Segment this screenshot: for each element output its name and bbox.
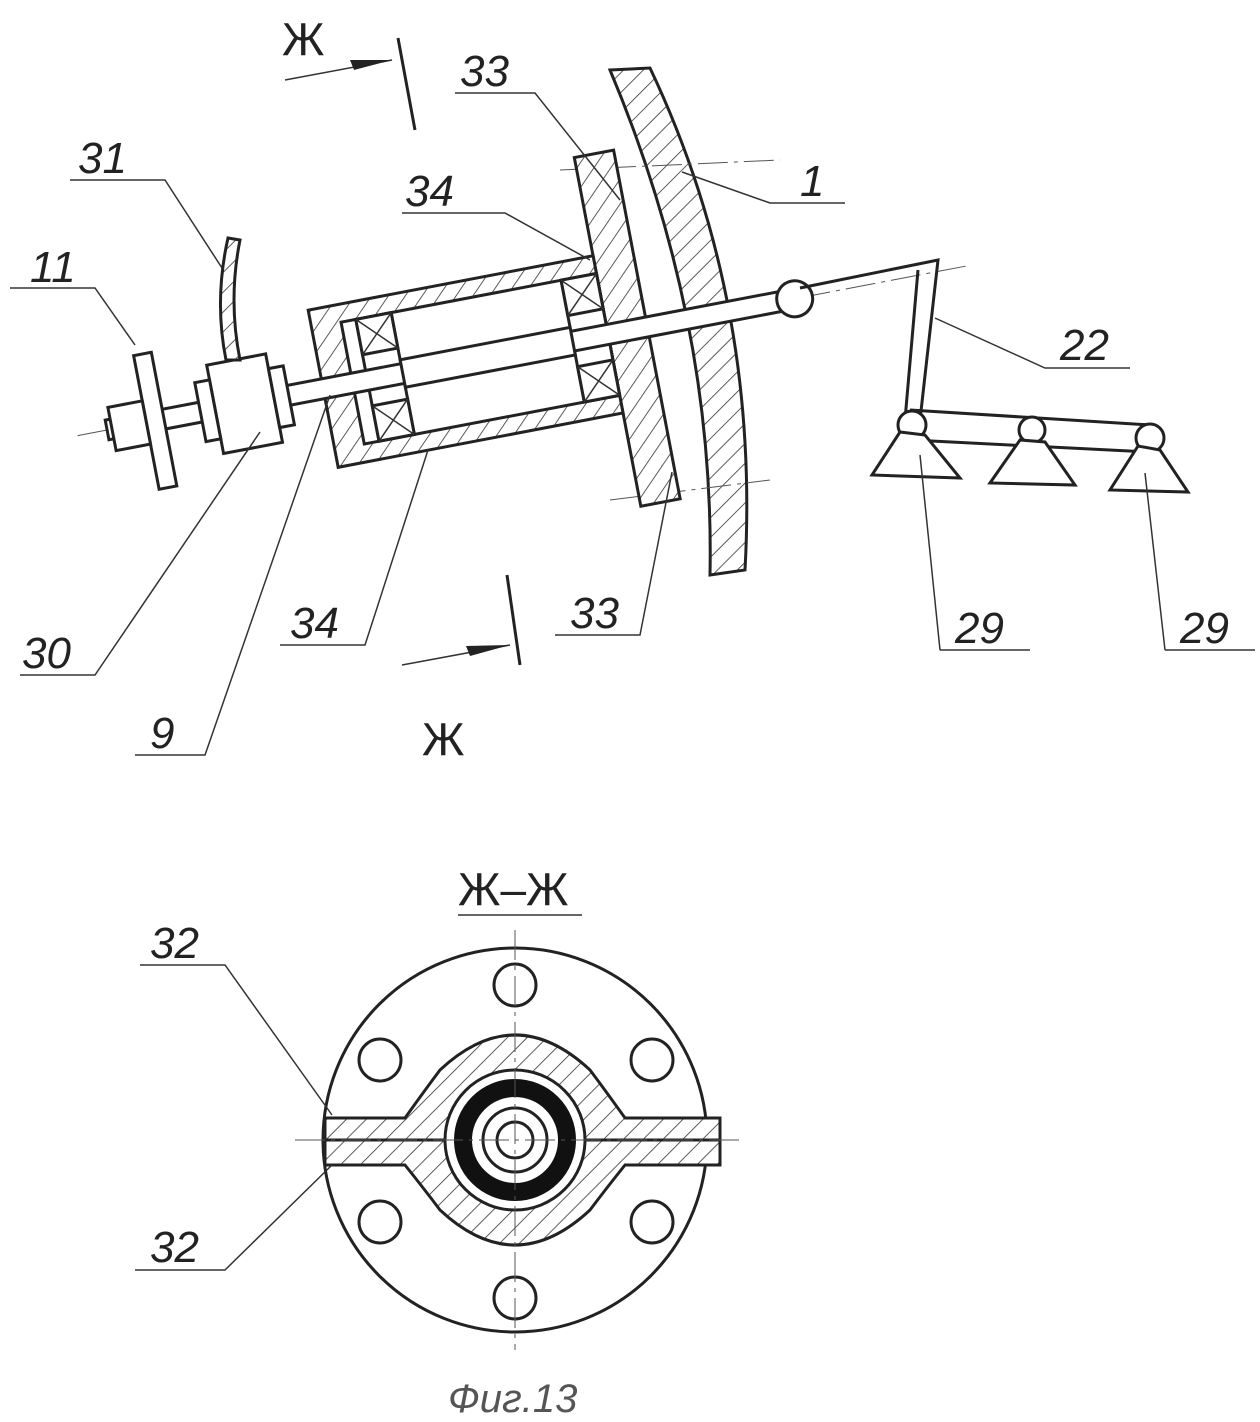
section-view: Ж–Ж 32 32 Фиг.13 [135,863,740,1421]
figure-caption: Фиг.13 [448,1377,577,1421]
section-mark-bottom-label: Ж [422,713,464,765]
label-1: 1 [800,157,824,206]
hinge [774,278,816,320]
label-29-right: 29 [1179,604,1229,653]
label-22: 22 [1059,321,1109,370]
label-31: 31 [78,134,127,183]
section-mark-bottom: Ж [402,575,520,765]
section-title: Ж–Ж [458,863,569,915]
label-9: 9 [150,709,174,758]
cable-31 [220,238,240,360]
label-30: 30 [22,629,71,678]
label-34-top: 34 [405,167,454,216]
main-view: Ж Ж 11 31 34 33 1 22 30 9 [10,13,1255,765]
label-34-bottom: 34 [290,599,339,648]
label-29-left: 29 [954,604,1004,653]
label-33-top: 33 [460,47,509,96]
label-11: 11 [30,243,76,292]
linkage-29 [872,410,1188,492]
section-mark-top-label: Ж [282,13,324,65]
lever-22 [800,260,938,420]
label-32-top: 32 [150,919,199,968]
label-32-bottom: 32 [150,1223,199,1272]
section-mark-top: Ж [282,13,415,130]
label-33-bottom: 33 [570,589,619,638]
